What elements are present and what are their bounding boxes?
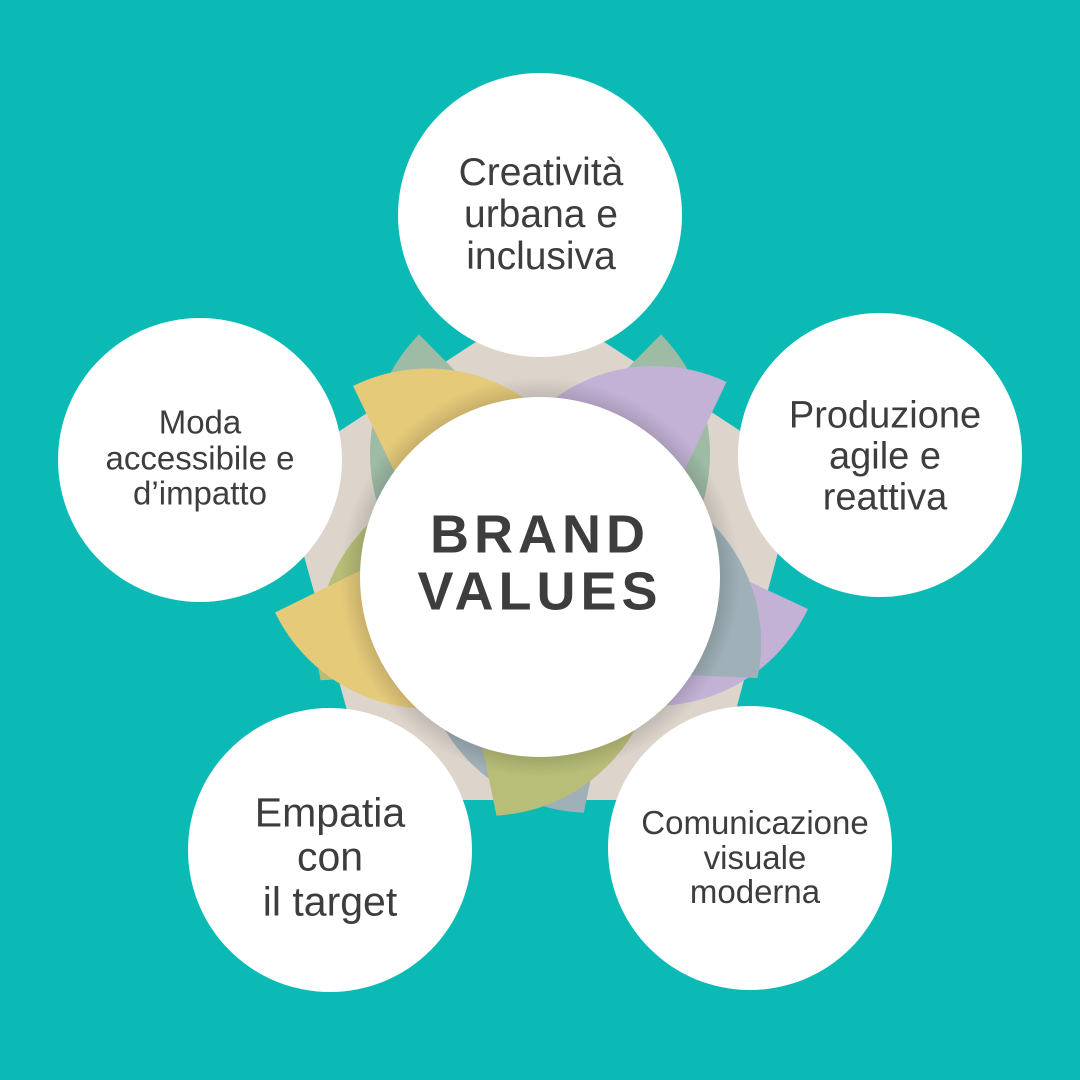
ring-inner-circle — [58, 318, 342, 602]
label-line: inclusiva — [466, 235, 616, 279]
center-title: BRAND VALUES — [417, 506, 662, 619]
value-label-production: Produzione agile e reattiva — [789, 395, 981, 518]
ring-inner-circle — [398, 73, 682, 357]
label-line: accessibile e — [105, 439, 295, 477]
label-line: moderna — [689, 873, 821, 911]
label-line: visuale — [703, 838, 807, 876]
label-line: con — [296, 833, 364, 880]
ring-inner-circle — [188, 708, 472, 992]
label-line: Comunicazione — [641, 804, 869, 842]
center-title-line1: BRAND — [430, 504, 650, 565]
label-line: il target — [262, 878, 398, 925]
value-label-creativity: Creatività urbana e inclusiva — [458, 150, 624, 279]
label-line: Creatività — [458, 150, 624, 194]
value-label-fashion: Moda accessibile e d’impatto — [105, 403, 295, 512]
label-line: Moda — [158, 403, 242, 441]
center-title-line2: VALUES — [417, 561, 663, 621]
label-line: urbana e — [464, 192, 618, 236]
ring-inner-circle — [738, 313, 1022, 597]
label-line: reattiva — [822, 476, 948, 519]
value-label-communication: Comunicazione visuale moderna — [641, 804, 869, 911]
value-label-empathy: Empatia con il target — [254, 789, 406, 925]
label-line: Produzione — [788, 394, 982, 437]
ring-inner-circle — [608, 706, 892, 990]
label-line: d’impatto — [133, 474, 267, 512]
label-line: agile e — [829, 435, 941, 478]
label-line: Empatia — [254, 789, 406, 836]
center-circle — [360, 397, 720, 757]
